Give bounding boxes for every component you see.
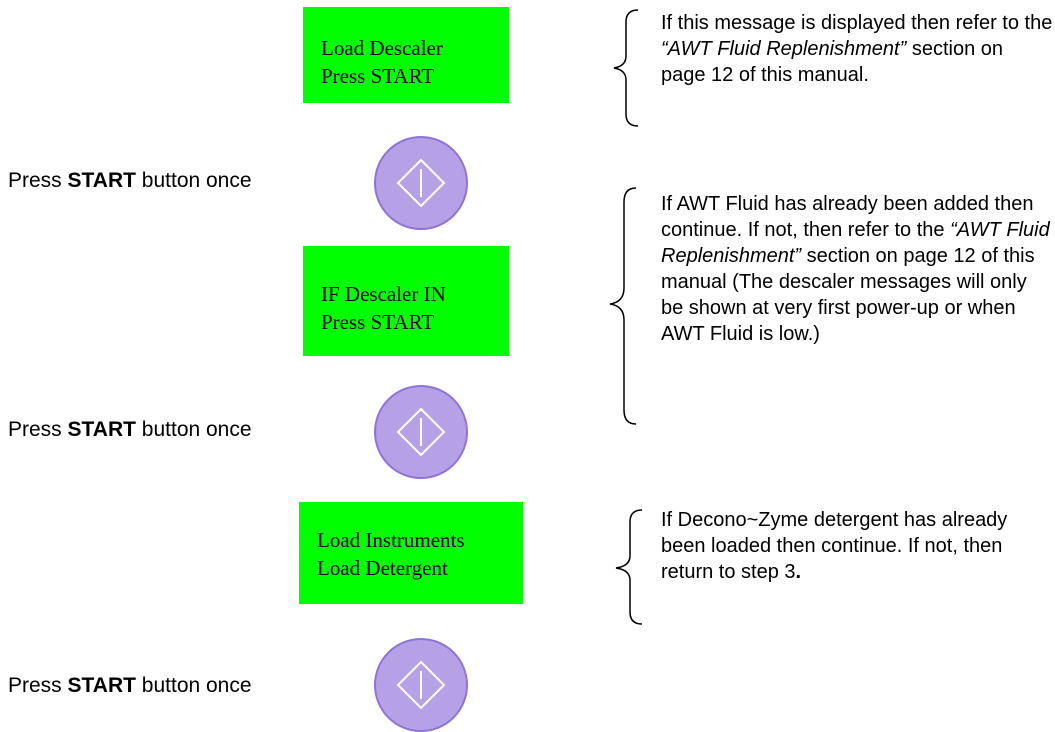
display-line-1: IF Descaler IN [321, 282, 446, 306]
note-descaler-message: If this message is displayed then refer … [661, 12, 1053, 86]
display-line-1: Load Instruments [317, 528, 465, 552]
start-button[interactable] [374, 638, 468, 732]
display-line-2: Load Detergent [317, 556, 448, 580]
display-load-descaler: Load Descaler Press START [303, 7, 509, 103]
curly-brace-icon [615, 509, 643, 625]
start-button-icon [396, 407, 446, 457]
display-load-instruments: Load Instruments Load Detergent [299, 502, 523, 604]
note-awt-fluid: If AWT Fluid has already been added then… [661, 193, 1050, 345]
instruction-press-start-2: Press START button once [8, 418, 252, 441]
instruction-press-start-3: Press START button once [8, 674, 252, 697]
display-line-2: Press START [321, 64, 435, 88]
start-button-icon [396, 158, 446, 208]
start-button[interactable] [374, 385, 468, 479]
instruction-press-start-1: Press START button once [8, 169, 252, 192]
curly-brace-icon [613, 9, 639, 127]
curly-brace-icon [609, 187, 637, 425]
display-line-2: Press START [321, 310, 435, 334]
display-if-descaler-in: IF Descaler IN Press START [303, 246, 509, 356]
start-button-icon [396, 660, 446, 710]
display-line-1: Load Descaler [321, 36, 443, 60]
note-detergent: If Decono~Zyme detergent has already bee… [661, 509, 1008, 583]
start-button[interactable] [374, 136, 468, 230]
